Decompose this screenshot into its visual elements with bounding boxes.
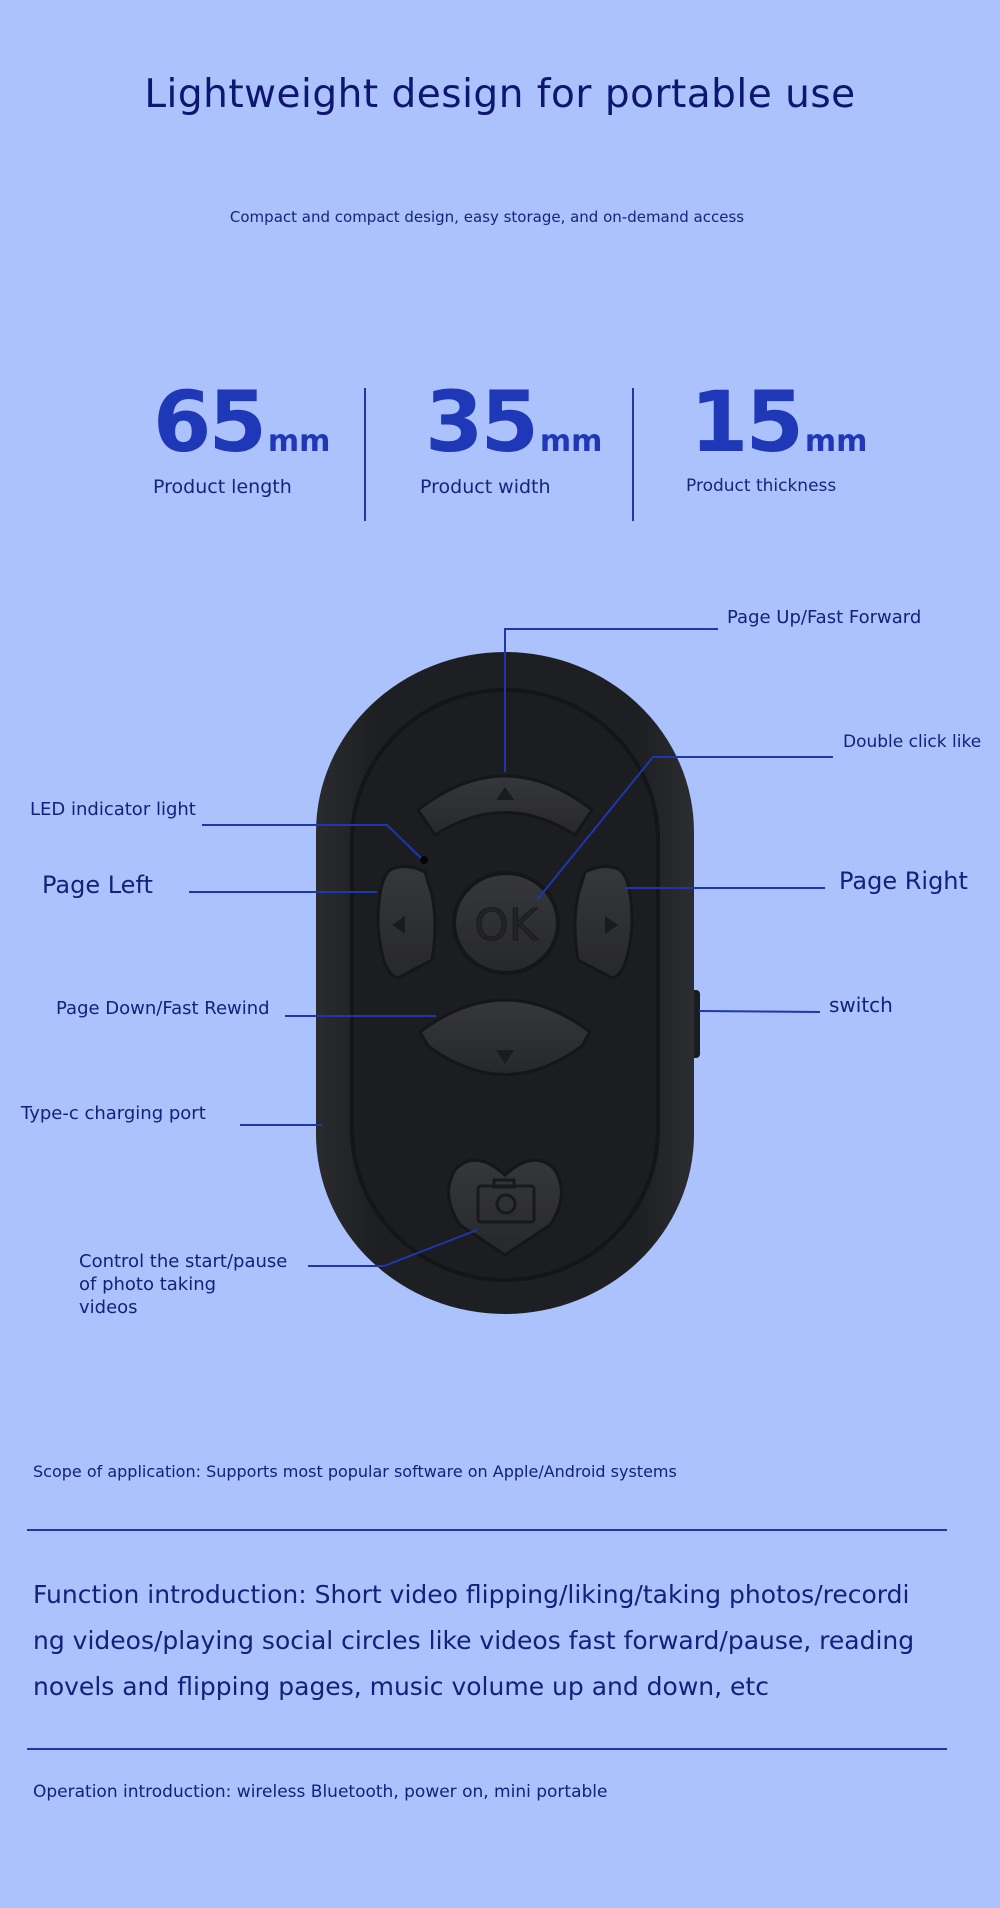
callout-page-right: Page Right bbox=[839, 867, 968, 895]
callout-camera-line: videos bbox=[79, 1297, 138, 1318]
callout-page-left: Page Left bbox=[42, 871, 153, 899]
leader-page-up bbox=[504, 628, 718, 772]
camera-icon bbox=[476, 1178, 536, 1224]
stat-width-label: Product width bbox=[420, 476, 551, 498]
callout-camera: Control the start/pause of photo taking … bbox=[79, 1250, 287, 1319]
page-title: Lightweight design for portable use bbox=[144, 72, 856, 117]
stat-length-unit: mm bbox=[267, 424, 331, 459]
callout-double-click: Double click like bbox=[843, 732, 982, 752]
callout-switch: switch bbox=[829, 993, 893, 1017]
function-intro: Function introduction: Short video flipp… bbox=[33, 1572, 914, 1710]
page-subtitle: Compact and compact design, easy storage… bbox=[229, 208, 745, 226]
led-indicator bbox=[420, 856, 428, 864]
down-button bbox=[418, 998, 592, 1076]
callout-page-up: Page Up/Fast Forward bbox=[727, 607, 922, 628]
ok-label: OK bbox=[474, 900, 539, 951]
up-button bbox=[415, 774, 595, 838]
function-intro-line: novels and flipping pages, music volume … bbox=[33, 1672, 769, 1701]
down-arrow-icon bbox=[496, 1050, 514, 1064]
stat-length-label: Product length bbox=[153, 476, 292, 498]
right-button bbox=[573, 865, 634, 980]
function-intro-line: Function introduction: Short video flipp… bbox=[33, 1580, 910, 1609]
up-arrow-icon bbox=[496, 787, 514, 800]
callout-camera-line: of photo taking bbox=[79, 1274, 217, 1295]
stat-length-value: 65 bbox=[153, 373, 267, 471]
stat-thickness-unit: mm bbox=[804, 424, 868, 459]
ok-button bbox=[452, 871, 560, 975]
stat-width-unit: mm bbox=[539, 424, 603, 459]
stat-thickness-label: Product thickness bbox=[686, 476, 837, 496]
stat-width-value: 35 bbox=[425, 373, 539, 471]
stat-thickness-value: 15 bbox=[690, 373, 804, 471]
left-arrow-icon bbox=[392, 916, 405, 934]
callout-type-c: Type-c charging port bbox=[21, 1103, 206, 1124]
stat-divider bbox=[364, 388, 366, 521]
section-divider bbox=[27, 1529, 947, 1531]
leader-switch bbox=[698, 1010, 821, 1013]
leader-double-click bbox=[536, 756, 833, 901]
function-intro-line: ng videos/playing social circles like vi… bbox=[33, 1626, 915, 1655]
leader-camera bbox=[308, 1229, 478, 1267]
callout-page-down: Page Down/Fast Rewind bbox=[56, 998, 270, 1019]
right-arrow-icon bbox=[605, 916, 618, 934]
section-divider bbox=[27, 1748, 947, 1750]
callout-led: LED indicator light bbox=[30, 799, 196, 820]
left-button bbox=[376, 865, 437, 980]
stat-divider bbox=[632, 388, 634, 521]
operation-text: Operation introduction: wireless Bluetoo… bbox=[33, 1782, 608, 1802]
callout-camera-line: Control the start/pause bbox=[79, 1251, 288, 1272]
leader-led bbox=[202, 824, 422, 859]
scope-text: Scope of application: Supports most popu… bbox=[33, 1462, 677, 1481]
camera-button bbox=[447, 1158, 563, 1257]
